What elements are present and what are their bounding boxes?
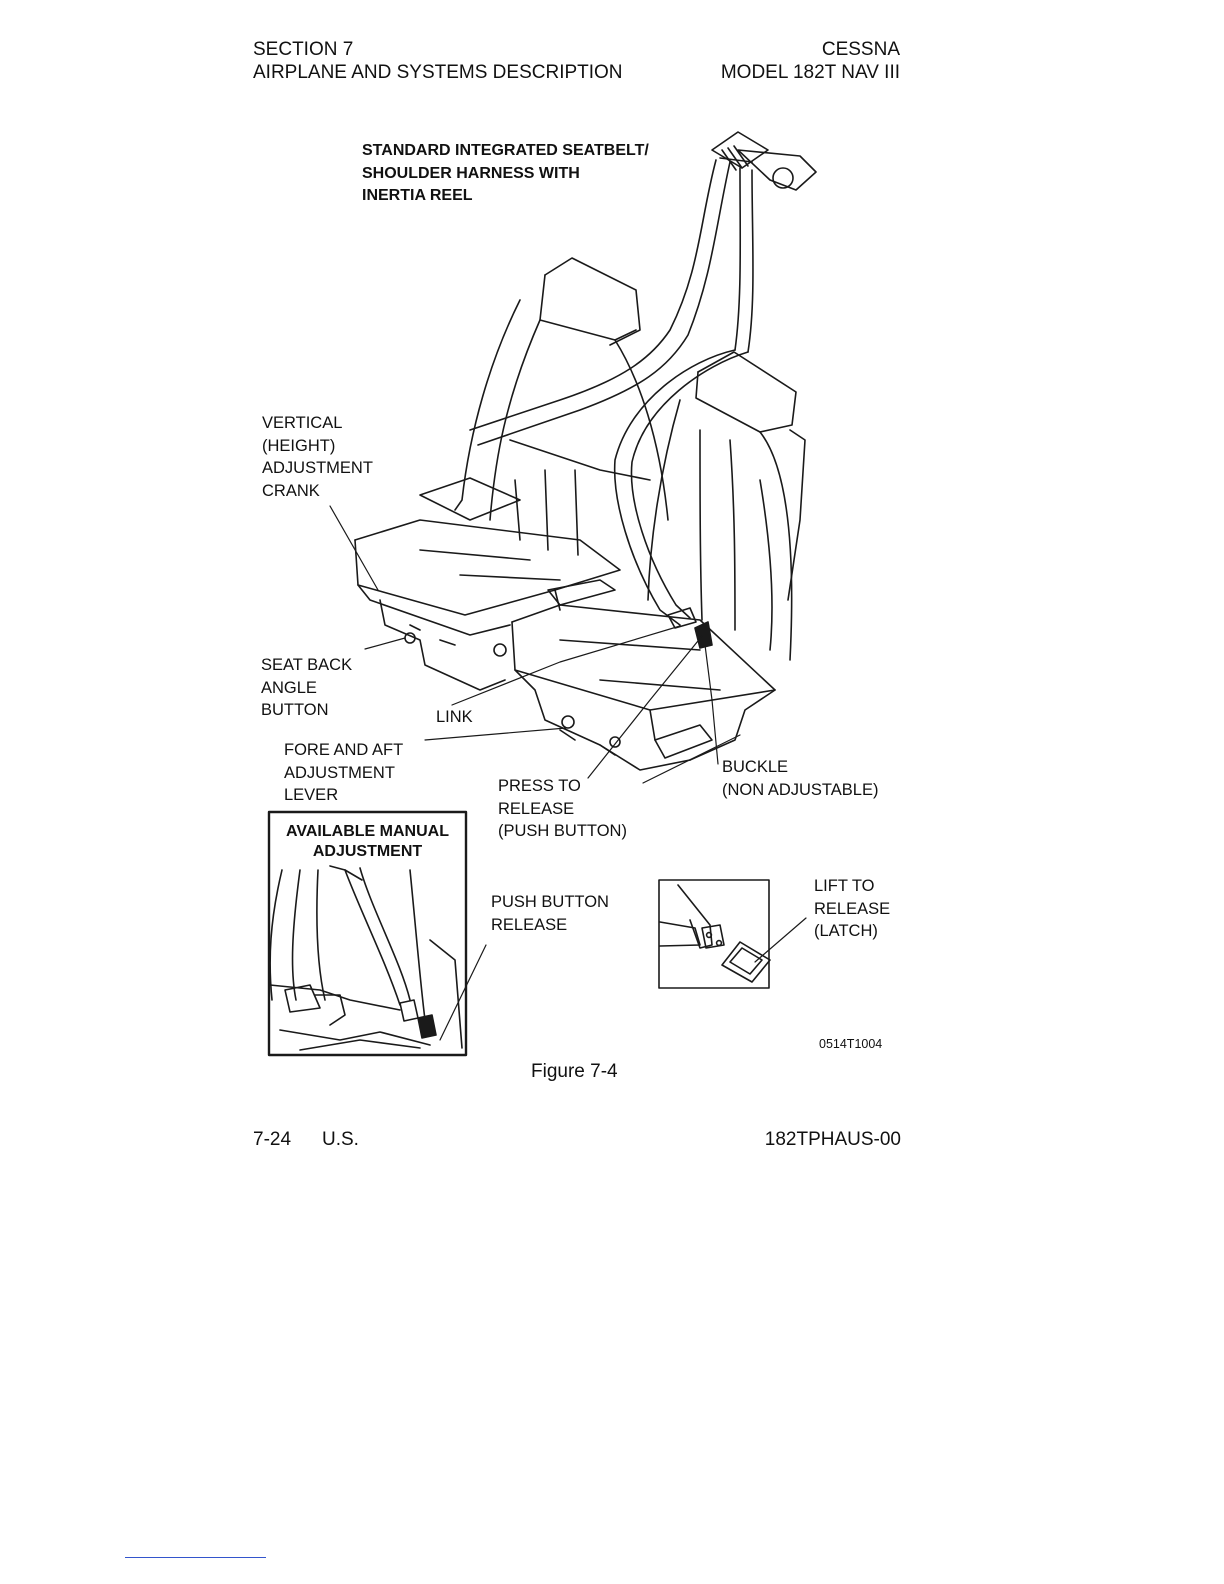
fore-aft-line-3: LEVER <box>284 786 339 804</box>
buckle-callout: BUCKLE (NON ADJUSTABLE) <box>722 756 878 801</box>
left-seat-drawing <box>354 257 669 691</box>
push-button-release-line-2: RELEASE <box>491 915 568 934</box>
inertia-reel-drawing <box>711 131 817 191</box>
footnote-rule <box>125 1557 266 1558</box>
harness-callout-line-1: STANDARD INTEGRATED SEATBELT/ <box>362 142 649 159</box>
press-release-callout: PRESS TO RELEASE (PUSH BUTTON) <box>498 775 627 843</box>
region-label: U.S. <box>322 1129 359 1150</box>
figure-caption: Figure 7-4 <box>531 1061 618 1082</box>
buckle-line-2: (NON ADJUSTABLE) <box>722 780 879 799</box>
seat-back-line-1: SEAT BACK <box>261 656 353 674</box>
lift-release-line-2: RELEASE <box>814 899 891 918</box>
lift-release-line-3: (LATCH) <box>814 922 878 940</box>
press-release-line-1: PRESS TO <box>498 777 581 795</box>
harness-straps-drawing <box>469 159 754 626</box>
harness-callout-line-2: SHOULDER HARNESS WITH <box>362 164 580 182</box>
link-callout: LINK <box>436 708 473 726</box>
inset-title-line-1: AVAILABLE MANUAL <box>286 823 449 840</box>
figure-id: 0514T1004 <box>819 1037 883 1051</box>
seat-back-callout: SEAT BACK ANGLE BUTTON <box>261 654 352 722</box>
seat-back-line-2: ANGLE <box>261 678 317 697</box>
fore-aft-callout: FORE AND AFT ADJUSTMENT LEVER <box>284 739 403 807</box>
document-code: 182TPHAUS-00 <box>764 1129 901 1150</box>
right-seat-drawing <box>511 351 806 771</box>
section-label: SECTION 7 <box>253 39 354 60</box>
harness-callout: STANDARD INTEGRATED SEATBELT/ SHOULDER H… <box>362 140 649 208</box>
fore-aft-line-2: ADJUSTMENT <box>284 763 395 782</box>
vertical-crank-line-4: CRANK <box>262 481 320 500</box>
vertical-crank-line-3: ADJUSTMENT <box>262 459 373 477</box>
inset-title-line-2: ADJUSTMENT <box>312 843 423 860</box>
leader-lines <box>329 505 741 784</box>
vertical-crank-line-1: VERTICAL <box>262 414 343 432</box>
seat-back-line-3: BUTTON <box>261 701 329 719</box>
manufacturer-label: CESSNA <box>821 39 900 60</box>
section-title: AIRPLANE AND SYSTEMS DESCRIPTION <box>253 62 623 83</box>
manual-adjustment-inset <box>267 810 487 1057</box>
lift-release-callout: LIFT TO RELEASE (LATCH) <box>814 875 890 943</box>
push-button-release-callout: PUSH BUTTON RELEASE <box>491 891 609 936</box>
fore-aft-line-1: FORE AND AFT <box>284 741 404 759</box>
page-number: 7-24 <box>253 1129 292 1150</box>
latch-inset <box>658 879 807 989</box>
vertical-crank-callout: VERTICAL (HEIGHT) ADJUSTMENT CRANK <box>262 412 373 502</box>
lift-release-line-1: LIFT TO <box>814 877 875 895</box>
press-release-line-3: (PUSH BUTTON) <box>498 822 627 840</box>
inset-title: AVAILABLE MANUAL ADJUSTMENT <box>271 822 464 862</box>
buckle-line-1: BUCKLE <box>722 758 789 776</box>
vertical-crank-line-2: (HEIGHT) <box>262 436 336 455</box>
push-button-release-line-1: PUSH BUTTON <box>491 893 609 911</box>
press-release-line-2: RELEASE <box>498 799 575 818</box>
model-label: MODEL 182T NAV III <box>720 62 900 83</box>
harness-callout-line-3: INERTIA REEL <box>362 187 473 204</box>
